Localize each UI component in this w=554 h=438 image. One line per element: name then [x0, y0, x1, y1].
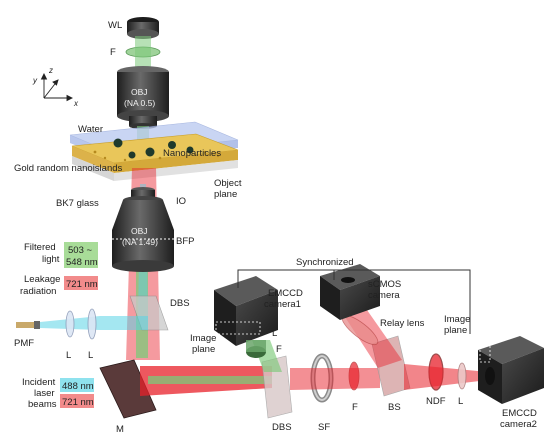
emccd-camera1 — [214, 276, 278, 358]
label-water: Water — [78, 124, 103, 135]
green-beam-horizontal — [148, 376, 272, 384]
label-image-plane-right-1: Image — [444, 314, 470, 325]
label-image-plane-left-1: Image — [190, 333, 216, 344]
axis-z-label: z — [48, 66, 53, 75]
label-f-cam1: F — [276, 344, 282, 355]
label-relay-lens: Relay lens — [380, 318, 425, 329]
bk7-glass — [114, 160, 238, 181]
axis-x-label: x — [73, 99, 79, 108]
label-bfp: BFP — [176, 236, 194, 247]
label-dbs-upper: DBS — [170, 298, 190, 309]
mirror-m — [99, 359, 157, 419]
label-object-plane-2: plane — [214, 189, 237, 200]
label-f-lower: F — [352, 402, 358, 413]
badge-incident-cyan-text: 488 nm — [62, 381, 94, 392]
label-nanoparticles: Nanoparticles — [163, 148, 221, 159]
label-bs: BS — [388, 402, 401, 413]
label-incident-2: laser — [34, 388, 55, 399]
red-beam-right — [290, 368, 380, 390]
gold-islands-dots — [93, 150, 220, 162]
label-obj-top: OBJ — [131, 87, 148, 97]
badge-filtered-text-2: 548 nm — [66, 257, 98, 268]
badge-leakage-text: 721 nm — [66, 279, 98, 290]
green-beam-top — [135, 36, 151, 68]
image-plane-left — [215, 321, 261, 335]
label-wl: WL — [108, 20, 122, 31]
label-obj-bottom-na: (NA 1.49) — [122, 237, 158, 247]
label-incident-3: beams — [28, 399, 57, 410]
label-obj-top-na: (NA 0.5) — [124, 98, 155, 108]
label-emccd1-1: EMCCD — [268, 288, 303, 299]
image-plane-right — [479, 339, 491, 363]
label-io: IO — [176, 196, 186, 207]
label-image-plane-left-2: plane — [192, 344, 215, 355]
label-ndf: NDF — [426, 396, 446, 407]
axis-indicator — [40, 72, 74, 102]
label-incident-1: Incident — [22, 377, 56, 388]
gold-nanoislands-layer — [71, 133, 239, 173]
axis-y-label: y — [32, 76, 38, 85]
label-l-cam1: L — [272, 328, 277, 339]
label-scmos-1: sCMOS — [368, 279, 401, 290]
label-emccd1-2: camera1 — [264, 299, 301, 310]
emccd-camera2 — [478, 336, 544, 404]
label-emccd2-1: EMCCD — [502, 408, 537, 419]
badge-incident-cyan — [60, 378, 94, 392]
label-dbs-lower: DBS — [272, 422, 292, 433]
label-l-right: L — [458, 396, 463, 407]
label-pmf: PMF — [14, 338, 34, 349]
synchronized-bracket — [237, 269, 471, 334]
objective-bottom — [112, 187, 174, 272]
label-synchronized: Synchronized — [296, 257, 354, 268]
white-light-source — [127, 17, 159, 39]
badge-incident-red — [60, 394, 94, 408]
label-scmos-2: camera — [368, 290, 400, 301]
label-obj-bottom: OBJ — [131, 226, 148, 236]
label-l-left-1: L — [66, 350, 71, 361]
badge-filtered-text-1: 503 ~ — [68, 245, 92, 256]
label-m: M — [116, 424, 124, 435]
badge-leakage — [64, 276, 98, 290]
label-image-plane-right-2: plane — [444, 325, 467, 336]
lens-left-2 — [87, 308, 97, 340]
lens-right — [457, 362, 467, 390]
label-l-left-2: L — [88, 350, 93, 361]
label-emccd2-2: camera2 — [500, 419, 537, 430]
badge-filtered — [64, 242, 98, 268]
label-leakage-2: radiation — [20, 286, 56, 297]
objective-top — [117, 66, 169, 129]
lens-left-1 — [65, 310, 75, 338]
label-object-plane-1: Object — [214, 178, 242, 189]
pmf-fiber — [16, 321, 40, 329]
label-filtered-2: light — [42, 254, 60, 265]
label-sf: SF — [318, 422, 330, 433]
label-bk7: BK7 glass — [56, 198, 99, 209]
red-beam-to-camera2 — [404, 364, 488, 390]
badge-incident-red-text: 721 nm — [62, 397, 94, 408]
label-gold-islands: Gold random nanoislands — [14, 163, 123, 174]
nanoparticles — [113, 138, 194, 159]
label-f-top: F — [110, 47, 116, 58]
label-filtered-1: Filtered — [24, 242, 56, 253]
label-leakage-1: Leakage — [24, 274, 60, 285]
